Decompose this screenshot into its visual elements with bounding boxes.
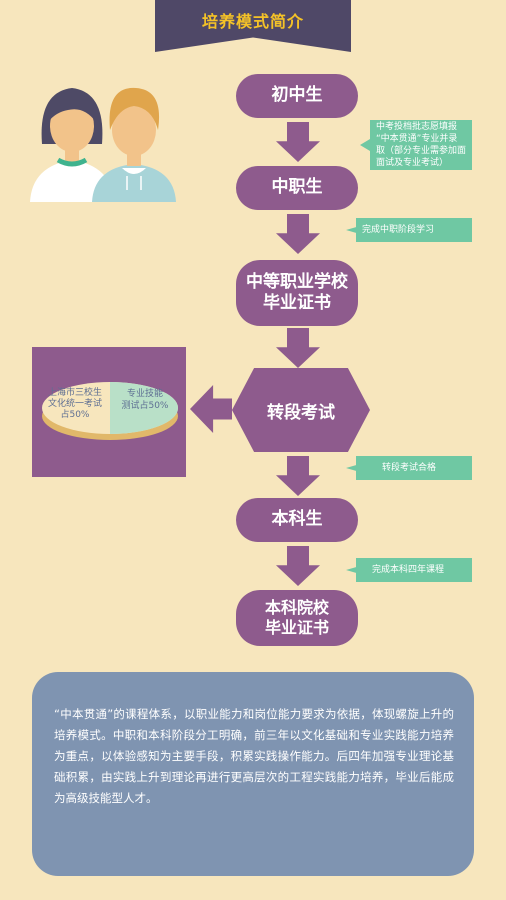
exam-label-line: 专业技能 [126,389,163,399]
note-admission: 中考投档批志愿填报 “中本贯通”专业并录 取（部分专业需参加面 面试及专业考试） [360,120,472,170]
flow-step-bachelor-certificate: 本科院校 毕业证书 [236,590,358,646]
exam-label-line: 占50% [60,410,90,420]
exam-split-graphic [42,382,178,440]
girl-figure [30,88,114,202]
note-line: 完成本科四年课程 [372,565,445,575]
transfer-exam-label: 转段考试 [267,403,335,423]
flow-arrow-1 [276,122,320,162]
exam-culture-label: 上海市三校生 文化统一考试 占50% [40,388,110,421]
step-label: 初中生 [271,85,323,106]
flow-step-transfer-exam [232,368,370,452]
flow-arrow-5 [276,546,320,586]
step-label-line1: 本科院校 [264,598,329,617]
exam-label-line: 测试占50% [121,401,169,411]
boy-figure [92,87,176,202]
step-label: 本科生 [271,509,323,530]
note-line: 中考投档批志愿填报 [376,122,458,132]
step-label: 中职生 [271,177,323,198]
note-line: 转段考试合格 [382,463,437,473]
note-complete-vocational: 完成中职阶段学习 [346,218,472,242]
flow-step-junior-high: 初中生 [236,74,358,118]
note-exam-passed: 转段考试合格 [346,456,472,480]
banner-title: 培养模式简介 [201,12,304,31]
students-illustration [30,87,176,202]
flow-step-undergraduate: 本科生 [236,498,358,542]
flow-arrow-3 [276,328,320,368]
exam-label-line: 上海市三校生 [47,388,102,398]
step-label-line2: 毕业证书 [263,293,331,313]
exam-skills-label: 专业技能 测试占50% [112,388,178,412]
flow-step-vocational: 中职生 [236,166,358,210]
note-complete-undergraduate: 完成本科四年课程 [346,558,472,582]
slice-skills [110,382,178,434]
note-line: 面试及专业考试） [376,158,449,168]
exam-pointer-arrow [190,385,232,433]
note-line: “中本贯通”专业并录 [376,134,458,144]
note-line: 取（部分专业需参加面 [376,146,467,156]
step-label-line2: 毕业证书 [264,618,329,637]
program-description-box [32,672,474,876]
program-description-text: “中本贯通”的课程体系，以职业能力和岗位能力要求为依据，体现螺旋上升的培养模式。… [54,707,454,805]
flow-arrow-4 [276,456,320,496]
exam-label-line: 文化统一考试 [47,399,102,409]
step-label-line1: 中等职业学校 [246,271,348,292]
flow-arrow-2 [276,214,320,254]
flow-step-vocational-certificate: 中等职业学校 毕业证书 [236,260,358,326]
note-line: 完成中职阶段学习 [362,225,435,235]
